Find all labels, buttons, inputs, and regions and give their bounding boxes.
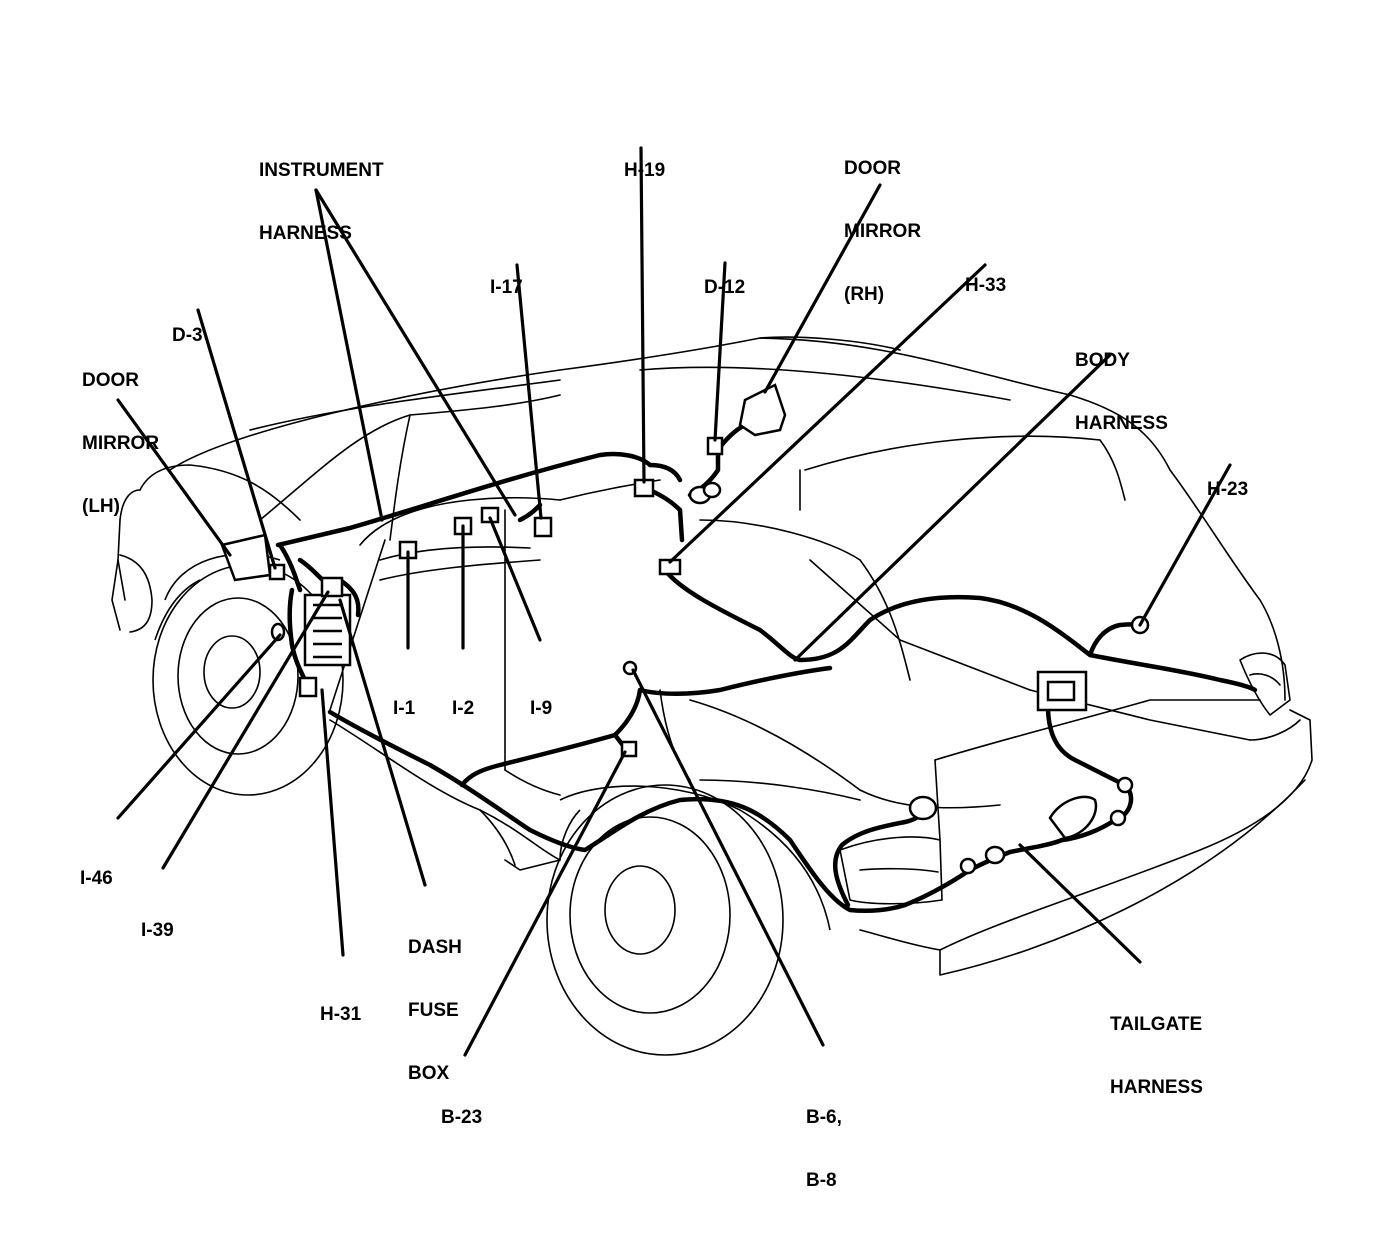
leader-dash-fuse-box bbox=[338, 598, 427, 887]
leader-body-harness bbox=[793, 353, 1112, 662]
leader-i39 bbox=[161, 590, 330, 870]
connector-h31 bbox=[298, 676, 318, 698]
label-i2: I-2 bbox=[452, 698, 475, 719]
label-h33: H-33 bbox=[965, 275, 1007, 296]
door-mirror-lh-shape bbox=[220, 533, 272, 582]
leader-h23 bbox=[1138, 463, 1232, 627]
label-tailgate-harness: TAILGATE HARNESS bbox=[1110, 1014, 1203, 1098]
label-door-mirror-rh: DOOR MIRROR (RH) bbox=[844, 158, 922, 305]
vehicle-body-outline bbox=[111, 336, 1313, 976]
leader-d3 bbox=[196, 308, 277, 570]
leader-i17 bbox=[515, 263, 543, 520]
leader-b23 bbox=[463, 750, 627, 1057]
leader-instrument-harness-2 bbox=[314, 188, 517, 517]
tailgate-harness-connector bbox=[984, 845, 1006, 865]
leader-b6-b8 bbox=[631, 668, 825, 1047]
rear-wheel bbox=[546, 784, 831, 1056]
label-i46: I-46 bbox=[80, 868, 113, 889]
harness-wires bbox=[275, 422, 1258, 914]
door-mirror-rh-shape bbox=[738, 383, 787, 437]
leader-i46 bbox=[116, 633, 282, 820]
leader-tailgate-harness bbox=[1018, 843, 1142, 964]
leader-h33 bbox=[668, 263, 987, 564]
leader-h31 bbox=[320, 688, 345, 957]
label-h19: H-19 bbox=[624, 160, 666, 181]
connector-i39 bbox=[320, 576, 344, 598]
label-d12: D-12 bbox=[704, 277, 746, 298]
connector-d3 bbox=[268, 563, 286, 581]
front-wheel bbox=[152, 553, 344, 796]
label-body-harness: BODY HARNESS bbox=[1075, 350, 1168, 434]
label-b23: B-23 bbox=[441, 1107, 483, 1128]
label-b6-b8: B-6, B-8 bbox=[806, 1107, 842, 1191]
label-i1: I-1 bbox=[393, 698, 416, 719]
connectors bbox=[220, 383, 1150, 875]
label-i39: I-39 bbox=[141, 920, 174, 941]
label-instrument-harness: INSTRUMENT HARNESS bbox=[259, 160, 384, 244]
connector-i17 bbox=[533, 516, 553, 538]
label-d3: D-3 bbox=[172, 325, 203, 346]
leader-door-mirror-rh bbox=[763, 183, 882, 394]
label-i9: I-9 bbox=[530, 698, 553, 719]
label-h23: H-23 bbox=[1207, 479, 1249, 500]
tailgate-lock bbox=[1048, 795, 1098, 840]
leader-i9 bbox=[488, 516, 542, 642]
label-i17: I-17 bbox=[490, 277, 523, 298]
leader-instrument-harness-1 bbox=[314, 188, 384, 522]
leader-d12 bbox=[713, 261, 727, 442]
body-harness-wire bbox=[662, 567, 1258, 693]
leader-lines bbox=[116, 146, 1232, 1057]
label-door-mirror-lh: DOOR MIRROR (LH) bbox=[82, 370, 160, 517]
label-h31: H-31 bbox=[320, 1004, 362, 1025]
label-dash-fuse-box: DASH FUSE BOX bbox=[408, 937, 462, 1084]
instrument-harness-wire bbox=[275, 451, 653, 548]
tail-light-connector bbox=[908, 795, 938, 821]
leader-door-mirror-lh bbox=[116, 398, 232, 557]
leader-h19 bbox=[639, 146, 646, 484]
